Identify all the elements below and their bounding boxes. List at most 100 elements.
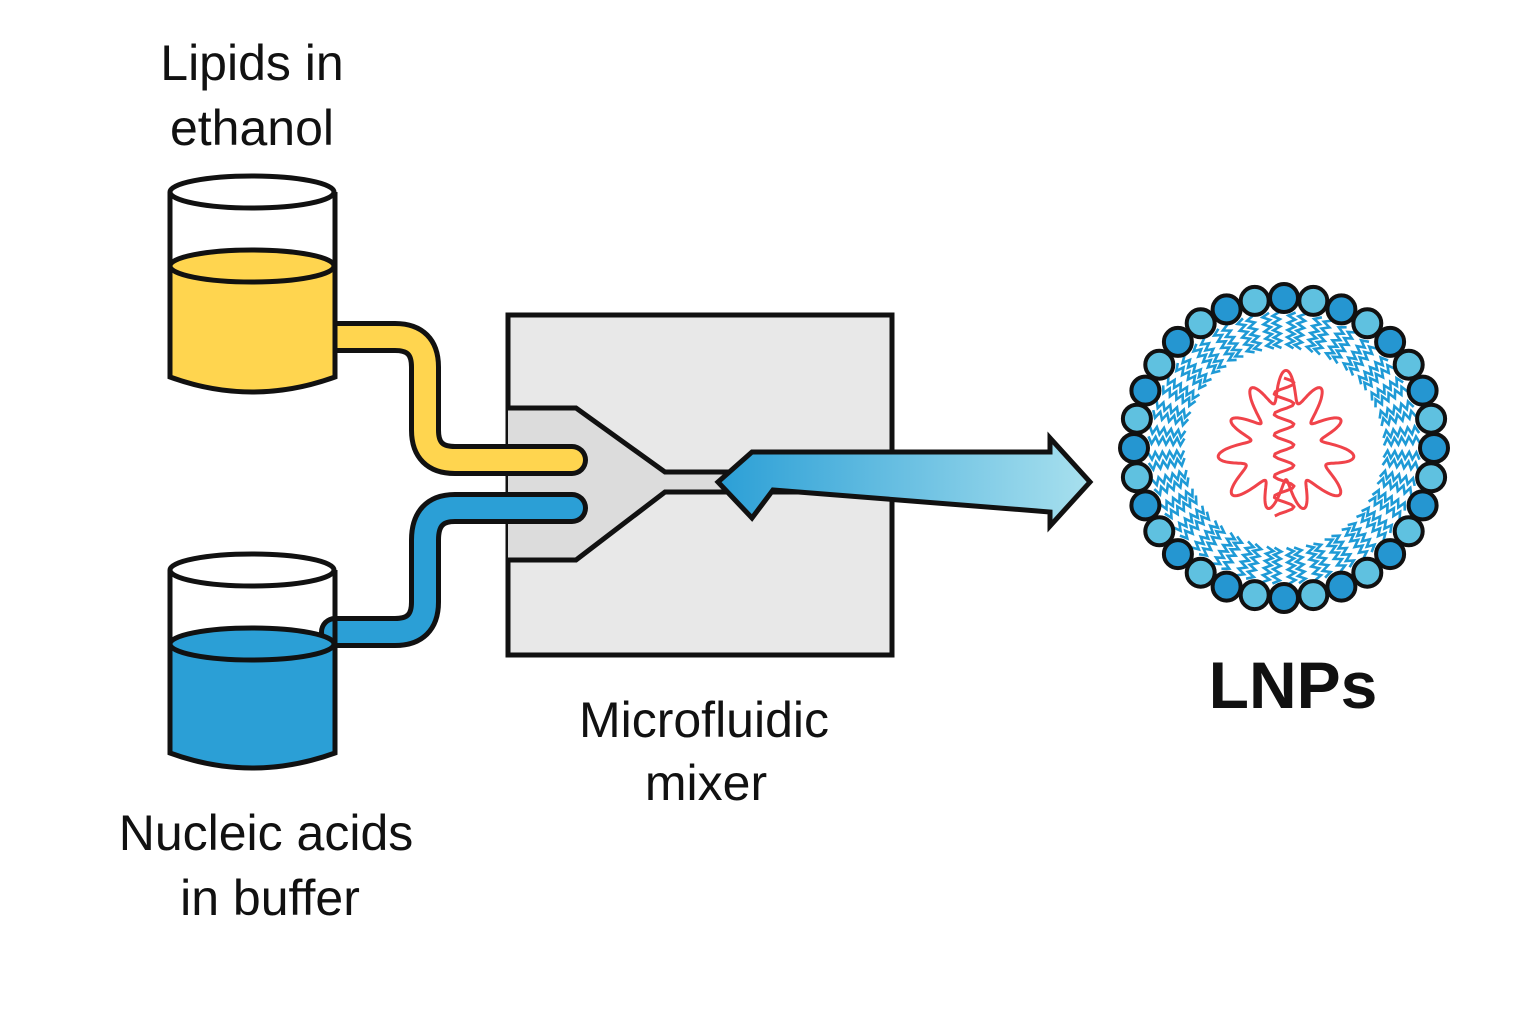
flow-arrow-icon bbox=[714, 431, 1094, 533]
lipid-tail bbox=[1357, 355, 1389, 385]
lipid-heads bbox=[1118, 282, 1450, 614]
lipid-tail bbox=[1304, 316, 1323, 354]
lipid-tail bbox=[1155, 399, 1192, 421]
lipids-label-line1: Lipids in bbox=[160, 35, 343, 91]
lipid-head bbox=[1325, 570, 1358, 603]
lipid-tail bbox=[1148, 424, 1187, 441]
lipid-head bbox=[1351, 307, 1384, 340]
lipid-tail bbox=[1371, 487, 1407, 511]
lipid-tail bbox=[1245, 542, 1264, 580]
lipid-head bbox=[1415, 402, 1448, 435]
lipid-head bbox=[1118, 432, 1150, 464]
lipid-nanoparticle-icon bbox=[1118, 282, 1450, 614]
lipid-tail bbox=[1382, 433, 1422, 448]
lipid-head bbox=[1120, 402, 1153, 435]
lipid-tail bbox=[1324, 538, 1348, 573]
lipid-head bbox=[1143, 348, 1176, 381]
lipid-tail bbox=[1260, 545, 1277, 584]
lipid-head bbox=[1374, 325, 1407, 358]
nucleic-beaker-icon bbox=[167, 551, 338, 771]
lipid-tail bbox=[1305, 544, 1324, 582]
lipid-tail bbox=[1172, 505, 1206, 534]
lnps-label: LNPs bbox=[1209, 648, 1378, 722]
lipid-head bbox=[1238, 579, 1271, 612]
mixer-label-line2: mixer bbox=[645, 755, 767, 811]
lipid-tail bbox=[1347, 344, 1378, 376]
lipid-tail bbox=[1220, 323, 1244, 358]
lipid-head bbox=[1392, 348, 1425, 381]
lipid-tail bbox=[1330, 330, 1356, 365]
lipid-tail bbox=[1382, 447, 1421, 463]
lipid-head bbox=[1406, 489, 1439, 522]
lipids-label-line2: ethanol bbox=[170, 100, 334, 156]
lipid-tail bbox=[1198, 525, 1227, 558]
lipid-tail bbox=[1198, 336, 1227, 370]
lipid-tail bbox=[1370, 375, 1404, 401]
lipid-head bbox=[1297, 284, 1330, 317]
lipid-tail bbox=[1174, 362, 1207, 391]
lipid-head bbox=[1184, 307, 1217, 340]
lipid-head bbox=[1129, 489, 1162, 522]
lipid-head bbox=[1392, 515, 1425, 548]
lipid-head bbox=[1184, 556, 1217, 589]
lipid-beaker-icon bbox=[167, 173, 338, 395]
lipid-head bbox=[1418, 432, 1450, 464]
lipid-tail bbox=[1378, 468, 1416, 487]
lipid-tail bbox=[1283, 311, 1299, 350]
lipid-tail bbox=[1269, 546, 1285, 585]
lipid-tail bbox=[1362, 362, 1396, 391]
lipid-tail bbox=[1378, 398, 1415, 419]
lipid-tail bbox=[1212, 531, 1238, 566]
lipid-tail bbox=[1153, 477, 1190, 498]
lipid-tail bbox=[1347, 521, 1377, 553]
lipid-tail bbox=[1341, 526, 1370, 560]
lipid-tail bbox=[1180, 354, 1212, 385]
lipid-tail bbox=[1259, 311, 1276, 350]
lipid-tail bbox=[1269, 310, 1284, 350]
lipid-tail bbox=[1323, 325, 1347, 361]
lipid-tail bbox=[1381, 455, 1420, 472]
lipid-tail bbox=[1361, 505, 1394, 534]
lipid-head bbox=[1161, 538, 1194, 571]
lipid-tail bbox=[1147, 456, 1186, 473]
lipid-head bbox=[1415, 461, 1448, 494]
lipid-tail bbox=[1374, 384, 1409, 408]
lipid-tail bbox=[1380, 408, 1418, 427]
lipid-tail bbox=[1313, 542, 1334, 579]
lipid-tail bbox=[1341, 338, 1370, 371]
lipid-tail bbox=[1164, 495, 1198, 521]
lipid-tails bbox=[1146, 310, 1422, 586]
lipid-head bbox=[1374, 538, 1407, 571]
lipid-head bbox=[1238, 284, 1271, 317]
lipid-tail bbox=[1161, 385, 1197, 409]
lipid-tail bbox=[1152, 409, 1190, 428]
lipid-head bbox=[1268, 282, 1300, 314]
lipid-tail bbox=[1147, 433, 1186, 449]
lipid-tail bbox=[1356, 511, 1388, 542]
lipid-head bbox=[1161, 325, 1194, 358]
lipid-head bbox=[1268, 582, 1300, 614]
lipid-head bbox=[1120, 461, 1153, 494]
lipid-tail bbox=[1291, 312, 1308, 351]
lipid-head bbox=[1351, 556, 1384, 589]
lipid-head bbox=[1325, 293, 1358, 326]
lipid-tail bbox=[1221, 535, 1245, 571]
lipid-head bbox=[1143, 515, 1176, 548]
lipid-tail bbox=[1292, 546, 1309, 585]
lipid-tail bbox=[1190, 520, 1221, 552]
lipid-tail bbox=[1311, 319, 1333, 356]
lipid-head bbox=[1129, 374, 1162, 407]
lipid-head bbox=[1297, 579, 1330, 612]
lipid-head bbox=[1406, 374, 1439, 407]
lipid-head bbox=[1210, 293, 1243, 326]
lipid-tail bbox=[1382, 423, 1421, 440]
lipid-tail bbox=[1146, 448, 1186, 463]
lipid-tail bbox=[1235, 540, 1257, 577]
lipid-tail bbox=[1284, 546, 1299, 586]
nucleic-label-line2: in buffer bbox=[180, 870, 360, 926]
rna-cargo bbox=[1216, 368, 1356, 518]
nucleic-label-line1: Nucleic acids bbox=[119, 805, 414, 861]
lipid-tail bbox=[1179, 511, 1211, 541]
lipid-tube bbox=[319, 321, 588, 476]
